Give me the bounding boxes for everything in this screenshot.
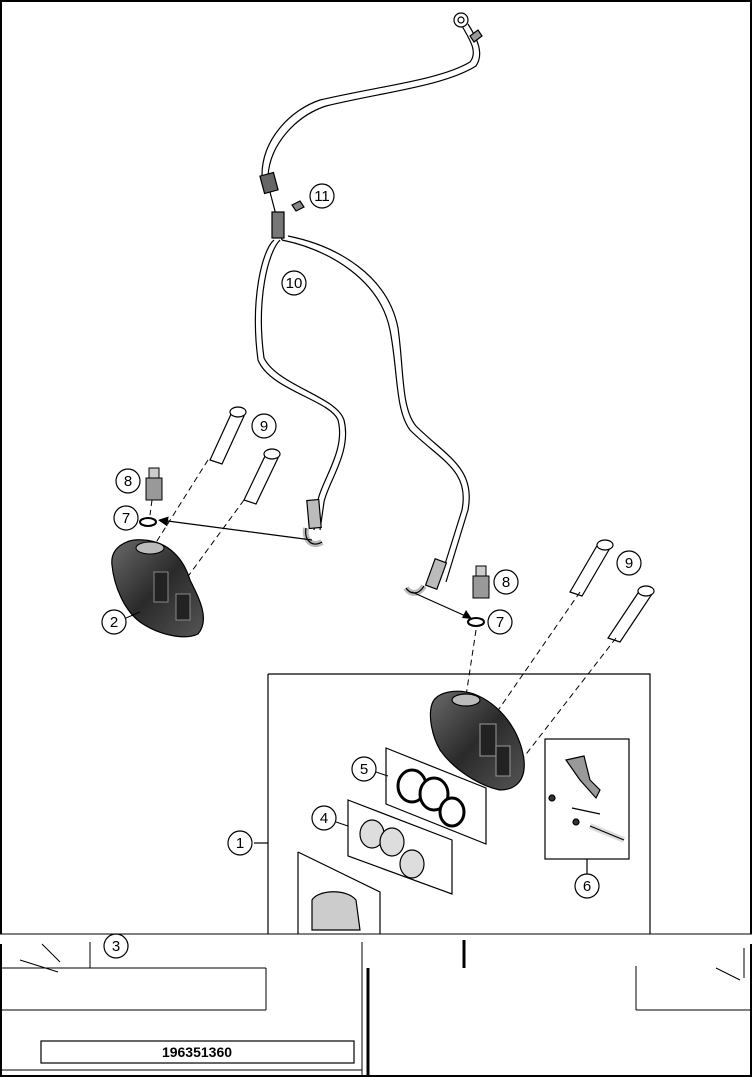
callout-11: 11 [309, 183, 335, 209]
callout-2: 2 [101, 609, 141, 635]
callout-4: 4 [311, 805, 349, 831]
part-number-box: 196351360 [40, 1040, 355, 1064]
svg-text:6: 6 [583, 878, 591, 895]
svg-text:7: 7 [122, 510, 130, 527]
svg-text:10: 10 [286, 275, 303, 292]
callout-7-right: 7 [487, 609, 513, 635]
svg-text:3: 3 [112, 938, 120, 955]
callout-9-right: 9 [616, 550, 642, 576]
brake-caliper-kit-box [254, 673, 651, 934]
callout-6: 6 [574, 873, 600, 899]
callout-1: 1 [227, 830, 253, 856]
svg-text:8: 8 [502, 574, 510, 591]
svg-text:9: 9 [625, 555, 633, 572]
svg-text:11: 11 [314, 188, 330, 205]
callout-5: 5 [351, 756, 389, 782]
callout-3: 3 [103, 933, 129, 959]
callout-10: 10 [281, 270, 307, 296]
lower-section [0, 933, 752, 1077]
svg-text:1: 1 [236, 835, 244, 852]
svg-text:7: 7 [496, 614, 504, 631]
right-caliper-assembly [411, 539, 655, 763]
svg-text:9: 9 [260, 418, 268, 435]
part-number: 196351360 [162, 1044, 232, 1060]
svg-text:8: 8 [124, 473, 132, 490]
callout-8-right: 8 [493, 569, 519, 595]
callout-8-left: 8 [115, 468, 141, 494]
left-caliper-assembly [111, 406, 313, 638]
brake-line [254, 12, 483, 596]
svg-text:5: 5 [360, 761, 368, 778]
svg-text:2: 2 [110, 614, 118, 631]
svg-text:4: 4 [320, 810, 328, 827]
callout-9-left: 9 [251, 413, 277, 439]
callout-7-left: 7 [113, 505, 139, 531]
